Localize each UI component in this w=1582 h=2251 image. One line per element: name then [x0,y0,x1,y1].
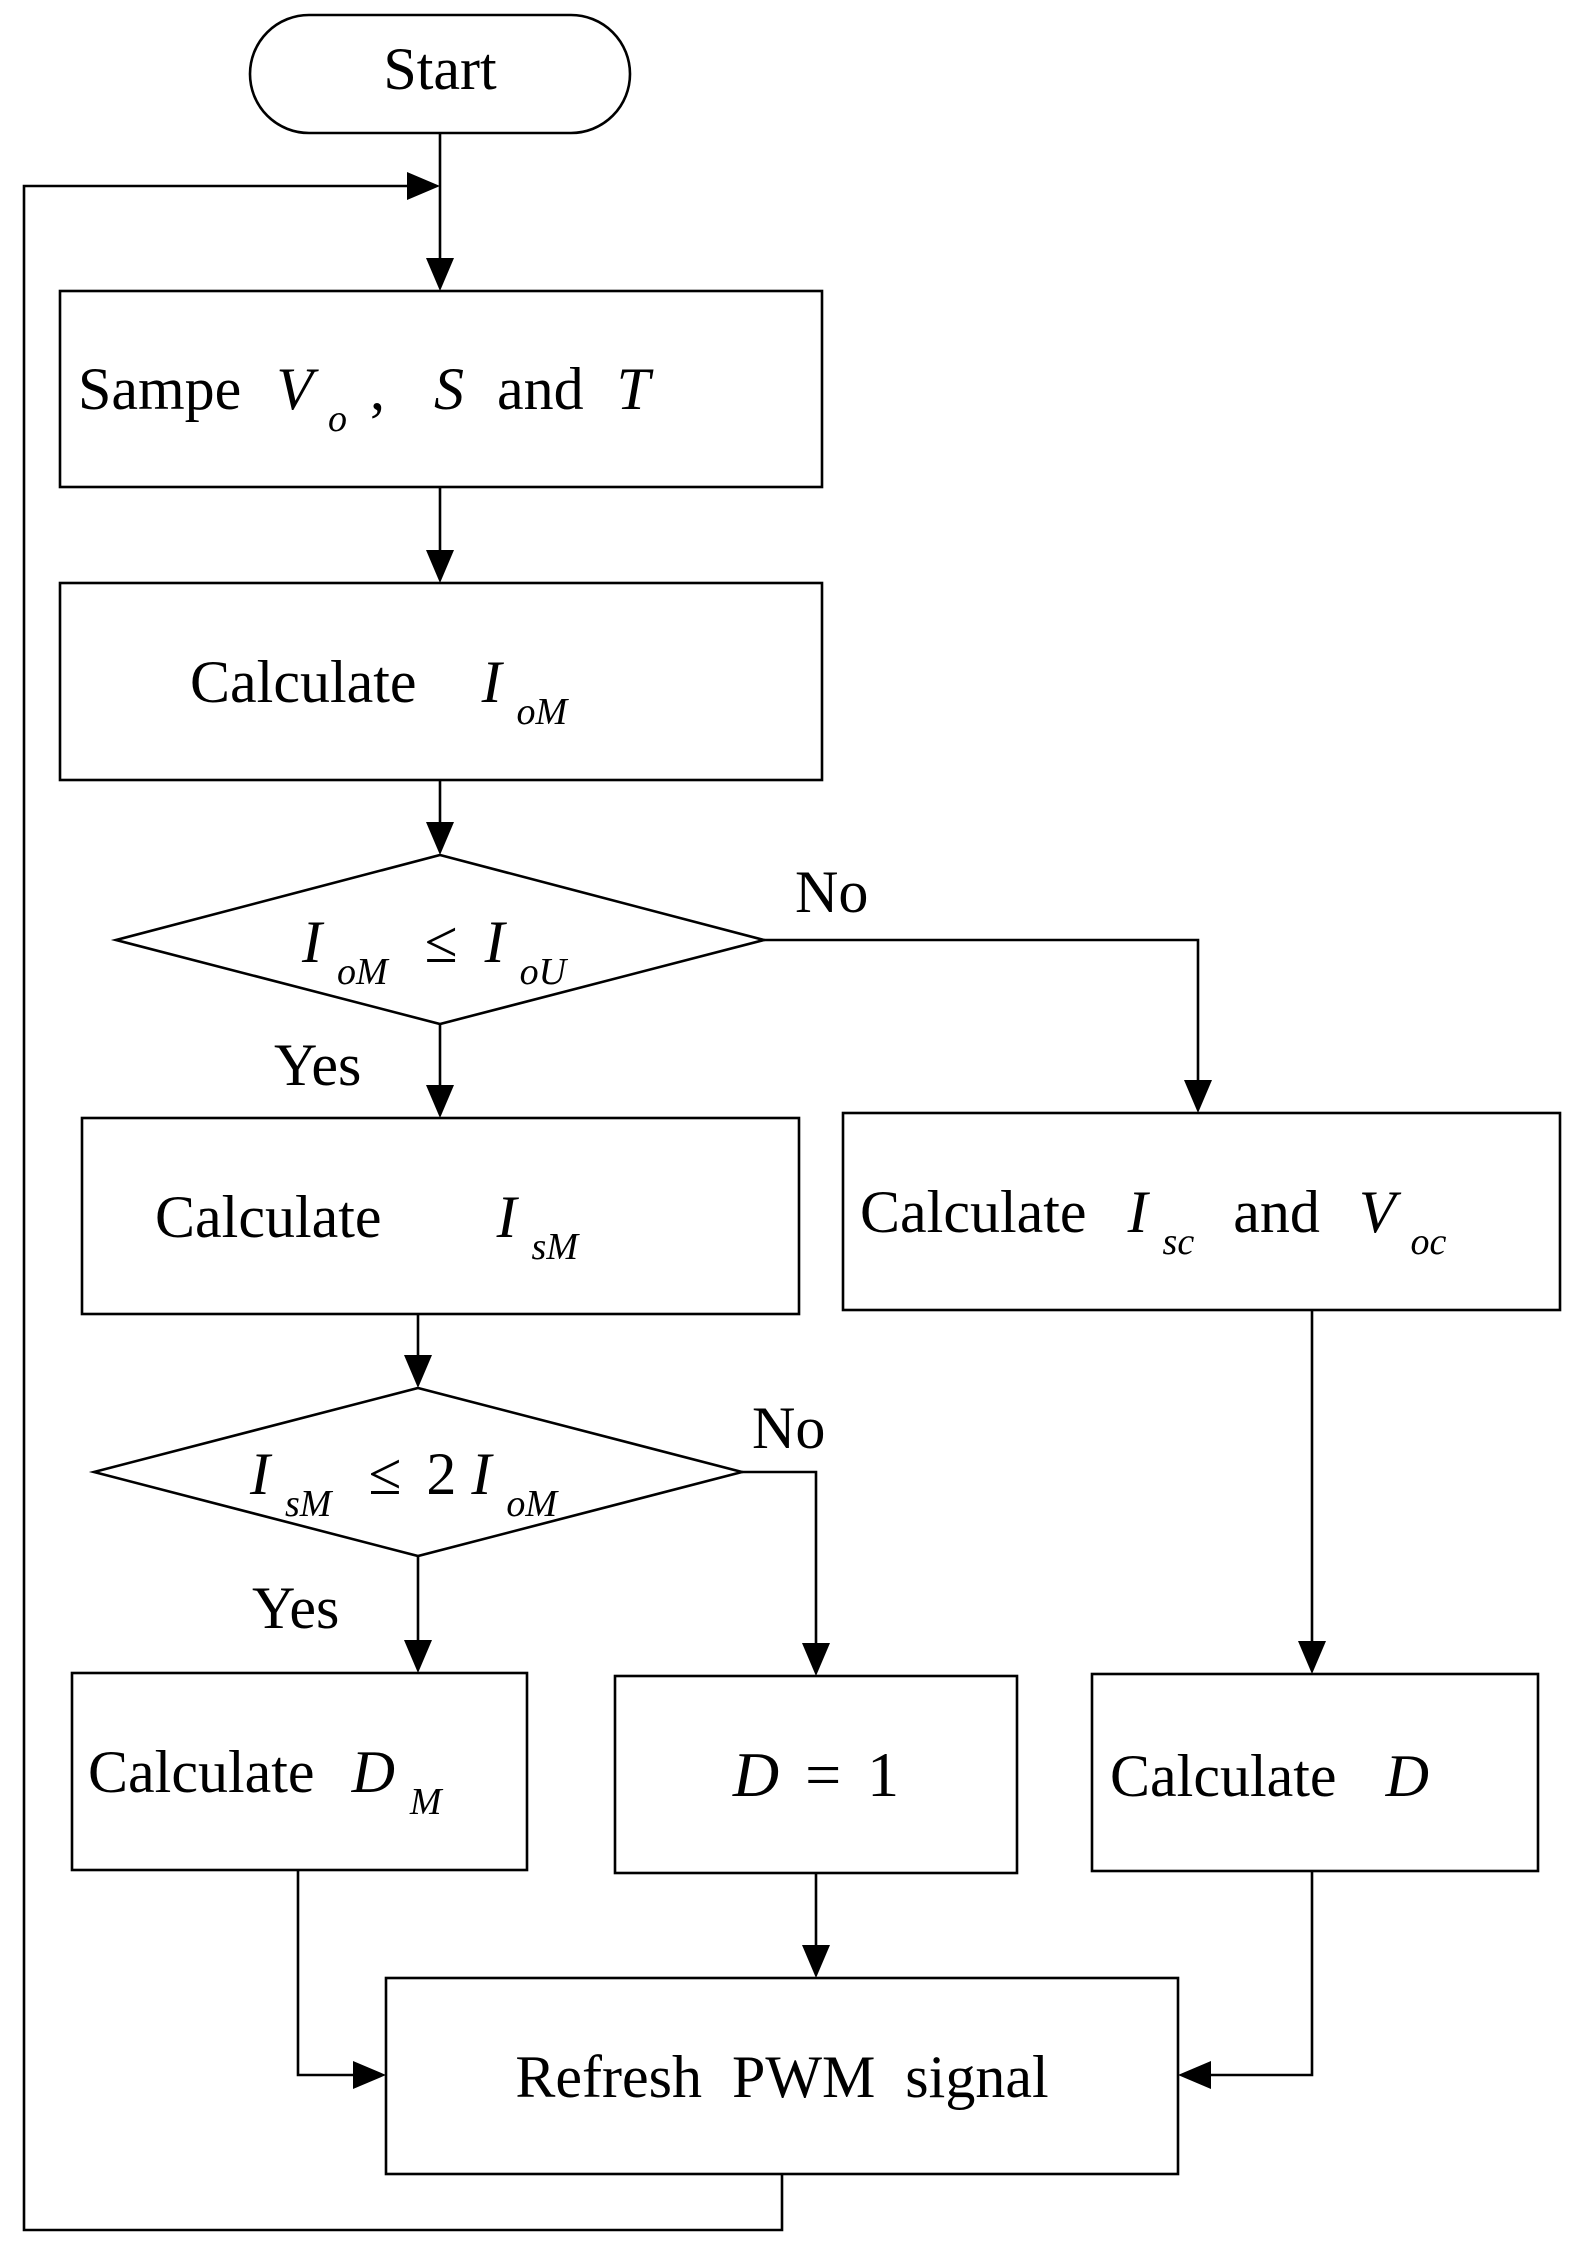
sample-prefix: Sampe [78,356,241,422]
decision2-rhs: I [470,1441,494,1507]
arrowhead-into-calc-isc-voc [1184,1080,1212,1113]
decision2-lhs-subscript: sM [285,1483,334,1525]
calc-iom-word: Calculate [190,649,417,715]
decision2-condition: I sM ≤ 2 I oM [249,1441,559,1529]
arrowhead-loop-return [407,172,440,200]
decision1-rhs-subscript: oU [520,951,569,993]
sample-v-symbol: V [276,356,319,422]
calc-d-word: Calculate [1110,1743,1337,1809]
d-one-equals: = [805,1739,841,1810]
decision1-no-label: No [795,859,868,925]
d-equals-one-label: D = 1 [732,1739,899,1810]
calc-voc-symbol: V [1359,1179,1402,1245]
calc-d-box [1090,1672,1540,1873]
calc-ism-symbol: I [496,1184,520,1250]
decision2-coefficient: 2 [426,1441,456,1507]
decision2-operator: ≤ [368,1441,401,1507]
connector-loop-back [22,184,784,2232]
calc-d-symbol: D [1385,1743,1429,1809]
arrowhead-into-sample [426,258,454,291]
calc-iom-symbol: I [481,649,505,715]
calc-isc-word: Calculate [860,1179,1087,1245]
calc-dm-subscript: M [409,1781,444,1823]
decision2-lhs: I [249,1441,273,1507]
calc-isc-and: and [1233,1179,1320,1245]
decision2-yes-label: Yes [252,1575,339,1641]
d-one-symbol: D [732,1739,779,1810]
calc-isc-symbol: I [1127,1179,1151,1245]
calc-iom-label: Calculate I oM [190,649,570,733]
calc-isc-voc-box [841,1111,1562,1312]
connector-calc-d-to-refresh [1211,1871,1314,2077]
connector-calc-dm-to-refresh [296,1870,353,2077]
arrowhead-into-decision1 [426,822,454,855]
arrowhead-into-d-equals-one [802,1643,830,1676]
calc-dm-box [70,1671,529,1872]
decision2-no-label: No [752,1395,825,1461]
arrowhead-into-calc-dm [404,1640,432,1673]
sample-label: Sampe V o , S and T [78,356,654,444]
sample-and: and [497,356,584,422]
calc-ism-subscript: sM [532,1226,581,1268]
arrowhead-refresh-top [802,1945,830,1978]
arrowhead-into-calc-iom [426,550,454,583]
decision1-condition: I oM ≤ I oU [301,909,569,997]
refresh-pwm-box [384,1976,1180,2176]
decision1-operator: ≤ [425,909,458,975]
calc-isc-voc-label: Calculate I sc and V oc [860,1179,1447,1267]
decision1-lhs: I [301,909,325,975]
arrowhead-into-calc-d [1298,1641,1326,1674]
sample-box [58,289,824,489]
connector-decision1-no [764,938,1200,1080]
arrowhead-refresh-right [1178,2061,1211,2089]
decision2-rhs-subscript: oM [506,1483,559,1525]
start-label: Start [383,36,497,102]
connector-decision2-no [742,1470,818,1643]
sample-s-symbol: S [434,356,464,422]
sample-v-subscript: o [328,398,347,440]
refresh-pwm-label: Refresh PWM signal [515,2044,1048,2110]
arrowhead-into-decision2 [404,1355,432,1388]
calc-dm-label: Calculate D M [88,1739,444,1823]
calc-dm-word: Calculate [88,1739,315,1805]
calc-ism-word: Calculate [155,1184,382,1250]
calc-isc-subscript: sc [1163,1221,1195,1263]
calc-ism-label: Calculate I sM [155,1184,580,1268]
decision1-rhs: I [484,909,508,975]
calc-ism-box [80,1116,801,1316]
sample-separator: , [370,356,385,422]
calc-voc-subscript: oc [1411,1221,1447,1263]
decision-ism-le-2iom [88,1386,748,1558]
arrowhead-refresh-left [353,2061,386,2089]
calc-iom-subscript: oM [517,691,570,733]
sample-t-symbol: T [617,356,654,422]
decision1-lhs-subscript: oM [337,951,390,993]
d-one-value: 1 [867,1739,899,1810]
calc-iom-box [58,581,824,782]
calc-d-label: Calculate D [1110,1743,1429,1809]
arrowhead-into-calc-ism [426,1085,454,1118]
calc-dm-symbol: D [351,1739,395,1805]
decision1-yes-label: Yes [274,1032,361,1098]
